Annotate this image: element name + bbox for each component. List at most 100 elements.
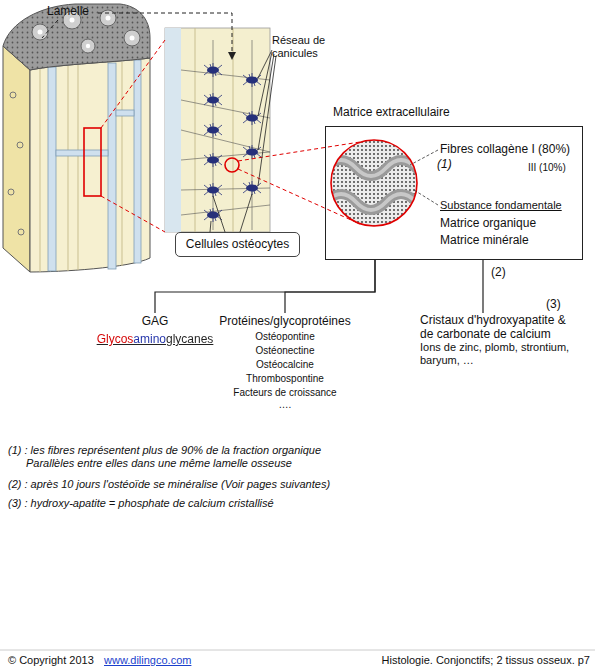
cell-box: Cellules ostéocytes	[175, 232, 300, 257]
lacuna	[10, 92, 16, 98]
haversian-canal	[134, 60, 141, 263]
footnote: Parallèles entre elles dans une même lam…	[26, 457, 292, 469]
canaliculus	[252, 40, 253, 230]
leader-line	[240, 194, 252, 232]
osteocyte	[204, 183, 222, 197]
osteon-canal	[130, 36, 135, 41]
leader-line	[414, 190, 438, 205]
lamella-line	[122, 62, 123, 266]
haversian-canal	[108, 63, 116, 269]
bone-top-face	[3, 4, 150, 70]
website: www.dilingco.com	[104, 654, 191, 666]
bone-front-face	[30, 58, 150, 272]
group-heading: GAG	[95, 313, 215, 329]
part-label: Réseau de canicules	[272, 34, 344, 60]
osteon-canal	[86, 44, 90, 48]
leader-head	[228, 52, 236, 60]
canaliculus	[181, 100, 270, 118]
part-label: Lamelle	[47, 4, 89, 18]
leader-line	[258, 50, 272, 78]
volkmann-canal	[116, 110, 134, 116]
canaliculus	[181, 205, 270, 215]
volkmann-canal	[56, 150, 108, 156]
mineral-group: Cristaux d'hydroxyapatite & de carbonate…	[420, 313, 592, 375]
list-item: Facteurs de croissance	[205, 386, 365, 400]
group-heading: Protéines/glycoprotéines	[205, 313, 365, 330]
zoom-line	[101, 40, 165, 128]
matrix-label: Matrice organique	[440, 216, 536, 230]
osteon-ring	[32, 24, 48, 40]
zoom-frame	[84, 128, 101, 196]
matrix-circle	[331, 140, 417, 226]
leader-line	[410, 150, 438, 165]
footnote: (1) : les fibres représentent plus de 90…	[8, 444, 321, 456]
list-item: Ostéocalcine	[205, 358, 365, 372]
zoom-strip	[165, 28, 270, 232]
canaliculus	[181, 130, 270, 152]
gag-group: GAG Glycosaminoglycanes	[95, 313, 215, 353]
osteon-ring	[124, 30, 140, 46]
collagen-fiber-core	[326, 194, 446, 210]
box-heading: Matrice extracellulaire	[333, 105, 450, 119]
canal-band	[165, 28, 181, 232]
copyright: © Copyright 2013	[8, 654, 94, 666]
osteon-canal	[106, 16, 111, 21]
osteocyte	[243, 73, 261, 87]
footnote: (3) : hydroxy-apatite = phosphate de cal…	[8, 497, 274, 509]
page-footer: Histologie. Conjonctifs; 2 tissus osseux…	[330, 654, 590, 666]
callout-number: (2)	[491, 265, 506, 279]
callout-number: (1)	[437, 157, 452, 171]
collagen-fiber	[326, 194, 446, 210]
group-term: Glycosaminoglycanes	[97, 331, 214, 347]
osteon-canal	[38, 30, 43, 35]
bone-side-face	[3, 46, 30, 272]
group-heading: Cristaux d'hydroxyapatite & de carbonate…	[420, 313, 568, 341]
box-label: Cellules ostéocytes	[176, 233, 299, 256]
list-item: Ostéopontine	[205, 330, 365, 344]
osteocyte	[204, 93, 222, 107]
substance-label: Substance fondamentale	[440, 199, 562, 211]
list-item: Thrombospontine	[205, 372, 365, 386]
list-item: ….	[205, 400, 365, 410]
footer-rule	[0, 650, 595, 651]
leader-line	[42, 20, 58, 38]
lamella-line	[78, 65, 79, 270]
lacuna	[18, 229, 24, 235]
lamella-line	[40, 69, 41, 272]
osteon-ring	[100, 10, 116, 26]
osteocyte	[204, 123, 222, 137]
fiber-label: III (10%)	[528, 162, 566, 173]
osteocyte	[204, 153, 222, 167]
tree-connector	[155, 260, 375, 313]
footnote: (2) : après 10 jours l'ostéoïde se minér…	[8, 478, 330, 490]
leader-line	[98, 13, 232, 56]
matrix-zoom	[326, 139, 446, 227]
callout-number: (3)	[546, 297, 561, 311]
lacuna	[8, 189, 14, 195]
leader-line	[213, 196, 225, 232]
fiber-label: Fibres collagène I (80%)	[440, 142, 570, 156]
leader-line	[258, 54, 274, 150]
list-item: Ions de zinc, plomb, strontium, baryum, …	[420, 341, 592, 367]
lamella-line	[195, 28, 196, 232]
haversian-canal	[48, 67, 56, 271]
collagen-fiber	[326, 160, 446, 176]
leader-line	[210, 221, 211, 232]
canaliculi-network	[181, 40, 270, 230]
osteocyte	[204, 63, 222, 77]
tree-connector	[285, 260, 375, 313]
lamella-line	[68, 66, 69, 271]
lacuna	[17, 142, 23, 148]
collagen-fiber-core	[326, 160, 446, 176]
zoom-circle	[225, 158, 239, 172]
osteon-canal	[70, 18, 75, 23]
matrix-box: Matrice extracellulaireFibres collagène …	[325, 104, 583, 260]
list-item: Ostéonectine	[205, 344, 365, 358]
matrix-label: Matrice minérale	[440, 233, 529, 247]
zoom-line	[101, 196, 165, 232]
tree-connector	[482, 260, 483, 313]
osteon-ring	[81, 39, 95, 53]
protein-group: Protéines/glycoprotéinesOstéopontineOsté…	[205, 313, 365, 418]
leader-line	[258, 56, 276, 186]
